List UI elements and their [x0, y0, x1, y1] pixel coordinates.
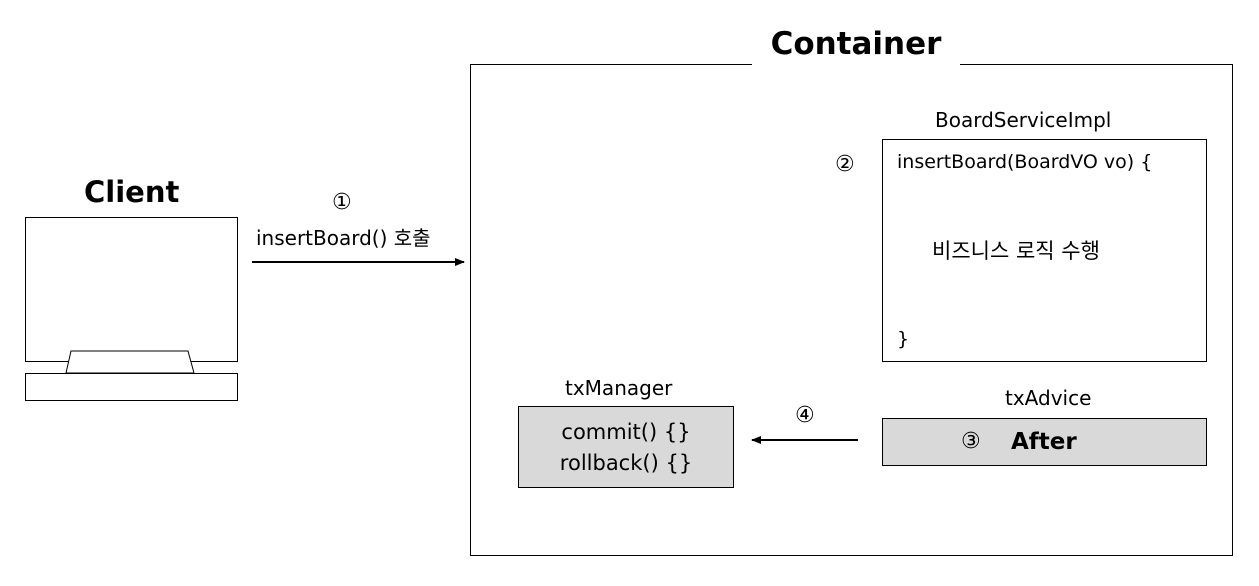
- board-service-logic: 비즈니스 로직 수행: [932, 239, 1100, 263]
- client-title: Client: [84, 175, 180, 209]
- board-service-closing-brace: }: [897, 328, 910, 350]
- tx-advice-title: txAdvice: [1005, 386, 1092, 410]
- board-service-box: [882, 139, 1207, 362]
- tx-manager-title: txManager: [565, 376, 673, 400]
- board-service-title: BoardServiceImpl: [935, 108, 1112, 132]
- board-service-signature: insertBoard(BoardVO vo) {: [897, 151, 1153, 173]
- step4-marker: ④: [795, 403, 815, 428]
- client-monitor-icon: [25, 217, 238, 362]
- step1-label: insertBoard() 호출: [256, 226, 431, 250]
- tx-manager-commit: commit() {}: [561, 420, 691, 444]
- container-title: Container: [752, 22, 960, 66]
- step1-marker: ①: [332, 190, 352, 215]
- step3-marker: ③: [961, 429, 981, 454]
- client-monitor-stand-icon: [65, 350, 195, 374]
- tx-advice-after: After: [1011, 429, 1077, 455]
- step2-marker: ②: [835, 152, 855, 177]
- tx-manager-rollback: rollback() {}: [559, 451, 693, 475]
- tx-advice-box: [882, 418, 1207, 466]
- client-keyboard-base-icon: [25, 373, 238, 401]
- tx-manager-box: [518, 406, 734, 488]
